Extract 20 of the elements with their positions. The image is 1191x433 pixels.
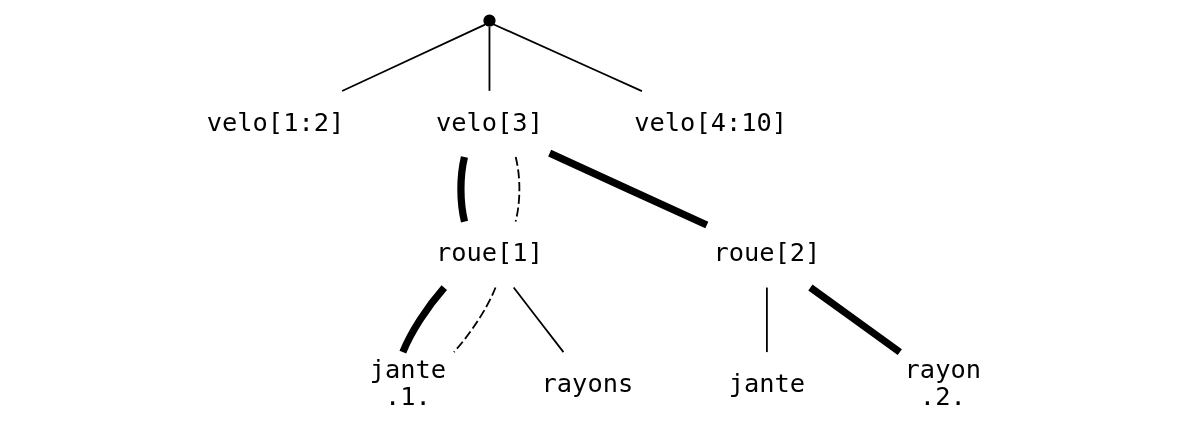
- connector: [452, 286, 496, 353]
- connector: [514, 156, 520, 223]
- connector: [807, 284, 902, 356]
- connector: [547, 149, 708, 229]
- node-text: rayons: [541, 367, 633, 398]
- node-text: velo[1:2]: [206, 106, 344, 137]
- node-text: roue[2]: [712, 237, 820, 268]
- node-text: rayon: [904, 354, 981, 385]
- node-text: velo[4:10]: [633, 106, 787, 137]
- connector: [512, 286, 564, 353]
- node-text: jante: [728, 367, 805, 398]
- node-text: velo[3]: [435, 106, 543, 137]
- connector: [399, 285, 447, 354]
- connector: [456, 156, 468, 223]
- connector: [488, 25, 490, 92]
- node-circle: [482, 14, 496, 27]
- connector: [765, 286, 768, 353]
- connector: [491, 23, 643, 92]
- node-text: roue[1]: [435, 237, 543, 268]
- connector: [340, 23, 486, 92]
